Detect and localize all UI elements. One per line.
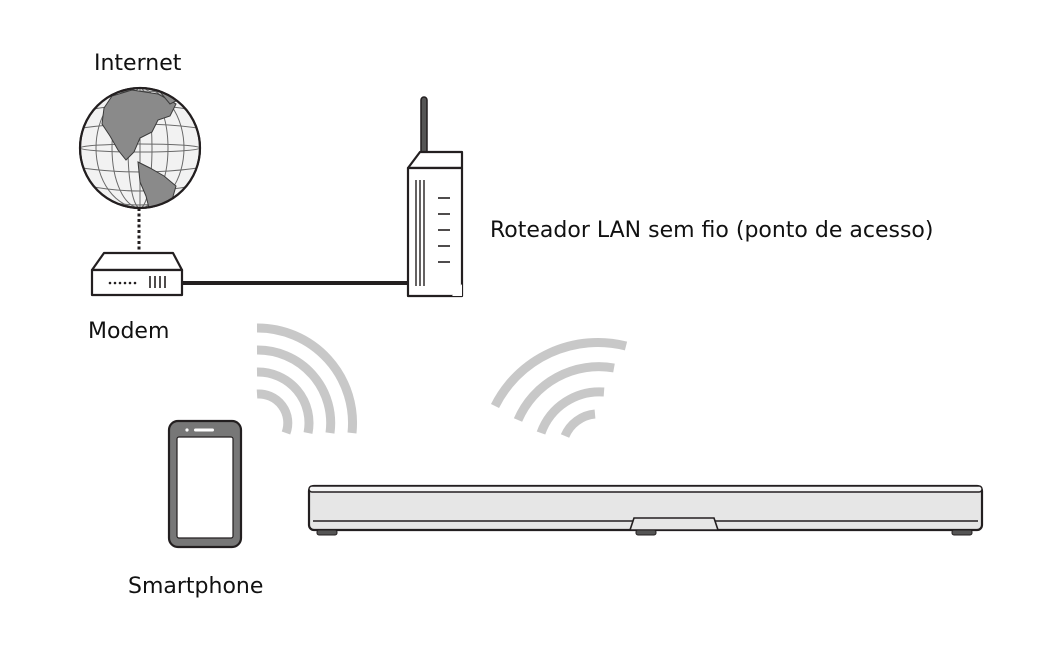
wireless-router-icon	[406, 96, 464, 298]
wifi-signal-icon	[256, 323, 358, 435]
smartphone-icon	[167, 419, 243, 549]
internet-label: Internet	[94, 51, 182, 76]
modem-label: Modem	[88, 319, 170, 344]
globe-icon	[78, 86, 202, 210]
smartphone-label: Smartphone	[128, 574, 264, 599]
wifi-signal-icon	[490, 338, 628, 438]
router-label: Roteador LAN sem fio (ponto de acesso)	[490, 218, 934, 243]
soundbar-icon	[307, 484, 984, 536]
modem-icon	[90, 251, 184, 297]
